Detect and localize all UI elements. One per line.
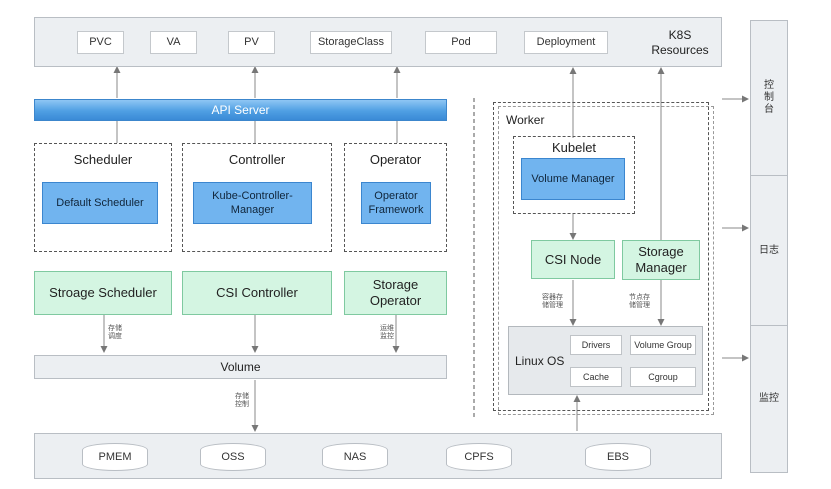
k8s-resources-label: K8S Resources <box>640 28 720 58</box>
backend-oss: OSS <box>200 443 266 471</box>
os-cache: Cache <box>570 367 622 387</box>
controller-title: Controller <box>228 152 286 167</box>
controller-group: Controller <box>182 143 332 252</box>
k8s-label-line2: Resources <box>651 43 709 57</box>
scheduler-group: Scheduler <box>34 143 172 252</box>
storage-manager-box: Storage Manager <box>622 240 700 280</box>
kube-controller-manager-box: Kube-Controller- Manager <box>193 182 312 224</box>
so-line2: Operator <box>369 293 422 308</box>
kcm-line1: Kube-Controller- <box>212 190 293 202</box>
sm-line1: Storage <box>638 244 684 259</box>
resource-va: VA <box>150 31 197 54</box>
scheduler-title: Scheduler <box>73 152 133 167</box>
ann-om-2: 监控 <box>380 333 394 340</box>
volume-bar: Volume <box>34 355 447 379</box>
of-line1: Operator <box>374 190 418 202</box>
csi-node-box: CSI Node <box>531 240 615 279</box>
csi-controller-box: CSI Controller <box>182 271 332 315</box>
operator-group: Operator <box>344 143 447 252</box>
annotation-storage-scheduling: 存储 调度 <box>108 325 122 341</box>
resource-pod: Pod <box>425 31 497 54</box>
so-line1: Storage <box>372 277 419 292</box>
kubelet-group: Kubelet <box>513 136 635 214</box>
backend-cpfs: CPFS <box>446 443 512 471</box>
ann-sc-2: 控制 <box>235 401 249 408</box>
ann-nsm-1: 节点存 <box>629 294 650 301</box>
backend-pmem: PMEM <box>82 443 148 471</box>
side-monitor-label: 监控 <box>759 393 779 404</box>
ann-om-1: 运维 <box>380 325 394 332</box>
side-logs-label: 日志 <box>759 244 779 256</box>
k8s-label-line1: K8S <box>668 28 692 42</box>
operator-title: Operator <box>369 152 422 167</box>
default-scheduler-box: Default Scheduler <box>42 182 158 224</box>
annotation-ops-monitor: 运维 监控 <box>380 325 394 341</box>
backend-ebs: EBS <box>585 443 651 471</box>
kcm-line2: Manager <box>230 204 275 216</box>
resource-pvc: PVC <box>77 31 124 54</box>
ann-nsm-2: 储管理 <box>629 302 650 309</box>
ann-ss-1: 存储 <box>108 325 122 332</box>
annotation-container-storage-mgmt: 容器存 储管理 <box>542 294 563 310</box>
of-line2: Framework <box>368 204 424 216</box>
volume-manager-box: Volume Manager <box>521 158 625 200</box>
os-cgroup: Cgroup <box>630 367 696 387</box>
side-monitor: 监控 <box>750 325 788 473</box>
ann-ss-2: 调度 <box>108 333 122 340</box>
worker-title: Worker <box>506 113 545 127</box>
kubelet-title: Kubelet <box>551 140 597 155</box>
ann-csm-2: 储管理 <box>542 302 563 309</box>
storage-operator-box: Storage Operator <box>344 271 447 315</box>
backend-nas: NAS <box>322 443 388 471</box>
worker-group-shadow <box>498 106 714 415</box>
operator-framework-box: Operator Framework <box>361 182 431 224</box>
side-console: 控制台 <box>750 20 788 176</box>
side-console-label: 控制台 <box>764 80 774 115</box>
ann-sc-1: 存储 <box>235 393 249 400</box>
worker-group: Worker <box>493 102 709 411</box>
ann-csm-1: 容器存 <box>542 294 563 301</box>
os-volume-group: Volume Group <box>630 335 696 355</box>
side-logs: 日志 <box>750 175 788 326</box>
annotation-storage-control: 存储 控制 <box>235 393 249 409</box>
sm-line2: Manager <box>635 260 687 275</box>
annotation-node-storage-mgmt: 节点存 储管理 <box>629 294 650 310</box>
stroage-scheduler-box: Stroage Scheduler <box>34 271 172 315</box>
api-server-bar: API Server <box>34 99 447 121</box>
os-drivers: Drivers <box>570 335 622 355</box>
resource-deployment: Deployment <box>524 31 608 54</box>
resource-storageclass: StorageClass <box>310 31 392 54</box>
resource-pv: PV <box>228 31 275 54</box>
linux-os-label: Linux OS <box>515 354 565 368</box>
